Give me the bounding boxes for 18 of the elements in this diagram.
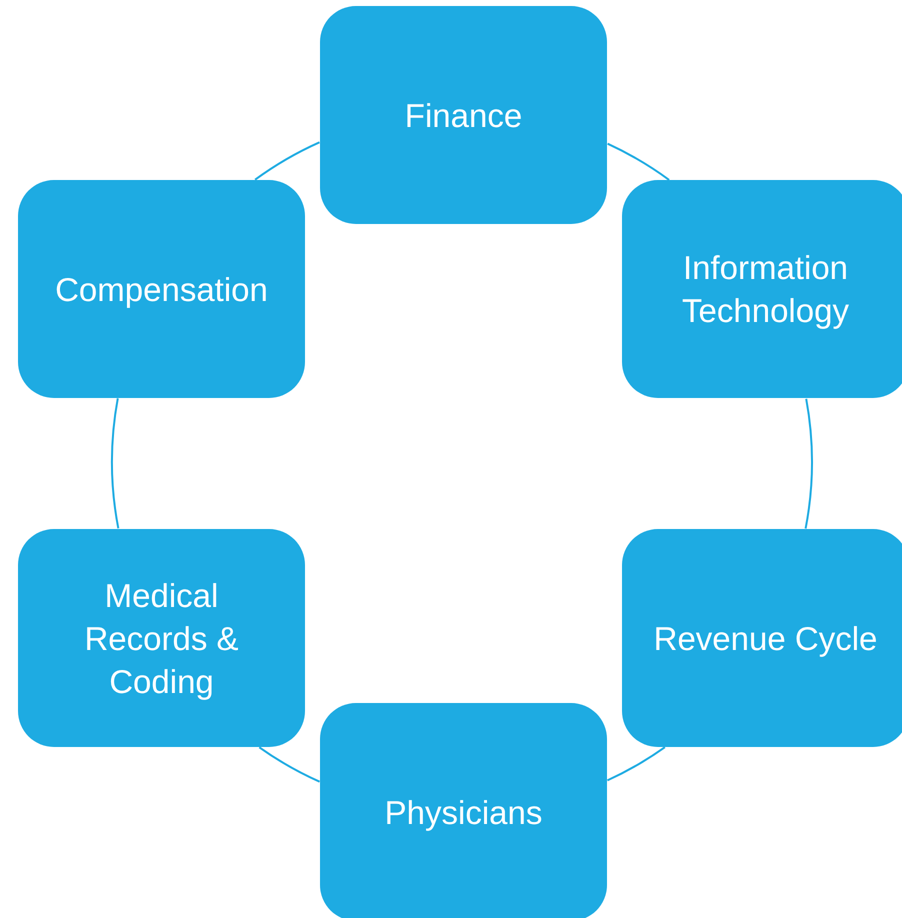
process-box: [18, 180, 305, 398]
node-label: Medical Records & Coding: [83, 576, 240, 702]
connector-arc: [110, 398, 120, 528]
node-label: Physicians: [384, 792, 542, 833]
process-box: [320, 6, 607, 224]
process-box: [320, 703, 607, 918]
node-label: Revenue Cycle: [654, 618, 878, 659]
process-box: [622, 529, 902, 747]
connector-arc: [606, 746, 666, 782]
connector-arc: [607, 142, 670, 181]
connector-arc: [254, 141, 320, 181]
connector-arc: [804, 398, 813, 529]
node-label: Compensation: [55, 270, 268, 310]
process-box: [18, 529, 305, 747]
node-label: Information Technology: [681, 248, 850, 331]
connector-arc: [258, 746, 320, 783]
node-label: Finance: [404, 96, 522, 136]
process-box: [622, 180, 902, 398]
